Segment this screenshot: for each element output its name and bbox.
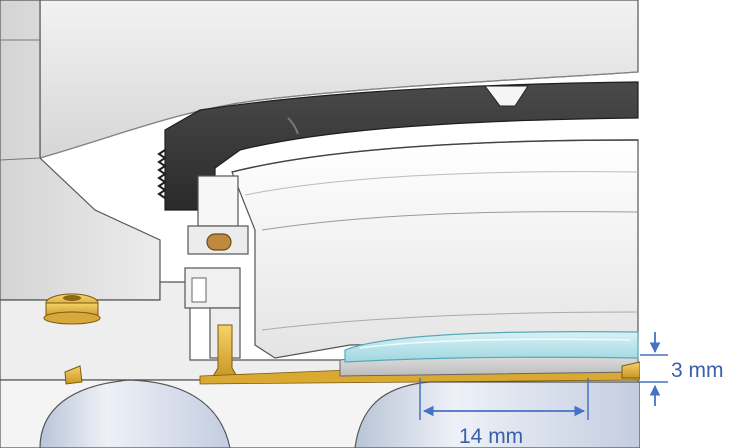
insert-pillar-inner	[191, 277, 207, 303]
clamp-block	[197, 175, 239, 227]
cylinder-rim-1	[231, 139, 639, 173]
gasket-groove	[287, 117, 299, 135]
top-housing-edge	[39, 71, 639, 159]
cylinder-rim-3	[261, 311, 639, 331]
brass-screw-slot	[63, 295, 81, 301]
left-body-bevel	[0, 39, 41, 161]
width-label: 14 mm	[459, 425, 523, 448]
copper-oring	[206, 233, 232, 251]
gasket-ring	[164, 81, 639, 211]
brass-screw-base	[43, 311, 101, 325]
main-cylinder	[231, 139, 639, 359]
cylinder-rim-2	[261, 211, 639, 231]
cylinder-inner-step	[244, 171, 639, 196]
cut-plane	[640, 0, 747, 448]
brass-clip-left	[64, 365, 83, 385]
depth-label: 3 mm	[671, 359, 724, 382]
gasket-teeth	[157, 149, 167, 199]
lower-tube-left	[39, 379, 231, 448]
optical-window-highlight	[359, 338, 631, 349]
top-housing	[39, 0, 639, 159]
gasket-notch	[484, 85, 529, 107]
